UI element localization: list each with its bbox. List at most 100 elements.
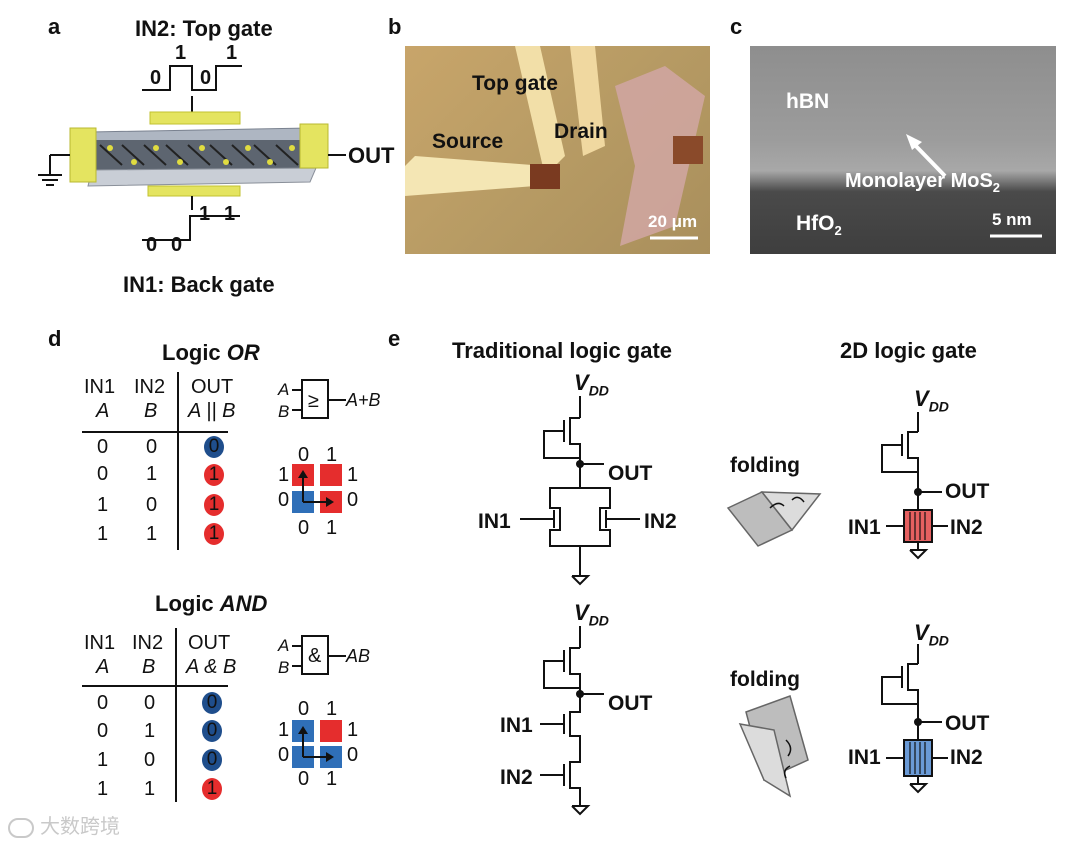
or-title-op: OR — [226, 340, 260, 365]
twod-or-circuit — [881, 412, 948, 560]
vdd-label: VDD — [574, 370, 609, 398]
out-dot: 0 — [202, 720, 222, 742]
out-dot: 1 — [204, 523, 224, 545]
folding-sheet-or — [726, 491, 822, 547]
map-label: 1 — [326, 444, 338, 466]
vdd-label: VDD — [574, 600, 609, 628]
twod-and-circuit — [881, 644, 948, 794]
scalebar-c-label: 5 nm — [992, 210, 1032, 229]
panel-label-e: e — [388, 326, 401, 351]
or-title: Logic OR — [162, 340, 260, 366]
or-karnaugh-map — [292, 464, 342, 513]
map-label: 0 — [347, 489, 359, 511]
top-gate-label: IN2: Top gate — [135, 16, 273, 41]
folding-label: folding — [730, 668, 800, 691]
panel-label-b: b — [388, 14, 402, 39]
and-header-out: OUT — [188, 632, 231, 654]
or-sym-out: A+B — [346, 390, 381, 410]
top-wave-digit: 1 — [226, 42, 238, 64]
table-cell: 0 — [97, 692, 109, 714]
vdd-label: VDD — [914, 386, 949, 414]
source-text: Source — [432, 130, 504, 153]
and-table-lines — [82, 628, 228, 802]
top-wave-digit: 0 — [200, 67, 212, 89]
watermark-text: 大数跨境 — [40, 816, 120, 838]
tem-image — [750, 46, 1056, 254]
and-gate-symbol — [292, 635, 346, 675]
back-gate-label: IN1: Back gate — [123, 272, 275, 297]
and-header-in2: IN2 — [132, 632, 164, 654]
and-title: Logic AND — [155, 591, 267, 617]
mos2-text: Monolayer MoS — [845, 170, 993, 192]
map-label: 0 — [278, 489, 290, 511]
map-label: 1 — [326, 768, 338, 790]
top-wave-digit: 0 — [150, 67, 162, 89]
micrograph-features — [405, 46, 705, 246]
map-label: 0 — [278, 744, 290, 766]
panel-label-c: c — [730, 14, 743, 39]
watermark: 大数跨境 — [8, 810, 120, 839]
bottom-wave-digit: 1 — [199, 203, 211, 225]
col-traditional-title: Traditional logic gate — [452, 338, 673, 363]
vdd-label: VDD — [914, 620, 949, 648]
table-cell: 1 — [144, 778, 156, 800]
vdd-text: V — [914, 620, 929, 645]
or-sub-a: A — [96, 400, 110, 422]
mos2-label: Monolayer MoS2 — [845, 170, 1000, 195]
bottom-wave-digit: 0 — [171, 234, 183, 256]
table-cell: 0 — [146, 494, 158, 516]
in2-label: IN2 — [950, 516, 983, 539]
map-label: 1 — [347, 464, 359, 486]
or-sym-op: ≥ — [308, 390, 319, 412]
in1-label: IN1 — [478, 510, 511, 533]
map-label: 1 — [326, 698, 338, 720]
table-cell: 0 — [144, 692, 156, 714]
map-label: 1 — [278, 719, 290, 741]
table-cell: 1 — [146, 463, 158, 485]
watermark-icon — [8, 817, 34, 838]
and-sym-out: AB — [346, 646, 371, 666]
out-label: OUT — [608, 462, 653, 485]
or-sym-b: B — [278, 402, 290, 421]
panel-label-d: d — [48, 326, 62, 351]
or-header-in1: IN1 — [84, 376, 116, 398]
map-label: 0 — [298, 698, 310, 720]
table-cell: 1 — [97, 494, 109, 516]
folding-sheet-and — [738, 695, 809, 798]
in2-label: IN2 — [950, 746, 983, 769]
vdd-subscript: DD — [588, 382, 609, 399]
scalebar-b-label: 20 μm — [648, 212, 698, 231]
and-title-prefix: Logic — [155, 591, 220, 616]
and-sym-b: B — [278, 658, 290, 677]
in2-label: IN2 — [500, 766, 533, 789]
map-label: 0 — [347, 744, 359, 766]
vdd-text: V — [914, 386, 929, 411]
and-header-in1: IN1 — [84, 632, 116, 654]
table-cell: 0 — [97, 463, 109, 485]
table-cell: 1 — [144, 720, 156, 742]
hbn-label: hBN — [786, 90, 830, 113]
vdd-subscript: DD — [928, 398, 949, 415]
top-wave-digit: 1 — [175, 42, 187, 64]
vdd-text: V — [574, 600, 589, 625]
or-sub-b: B — [144, 400, 158, 422]
bottom-wave-digit: 0 — [146, 234, 158, 256]
hfo2-subscript: 2 — [834, 223, 842, 239]
out-dot: 1 — [204, 464, 224, 486]
map-label: 0 — [298, 768, 310, 790]
and-sub-a: A — [96, 656, 110, 678]
map-label: 0 — [298, 517, 310, 539]
out-dot: 0 — [202, 749, 222, 771]
map-label: 0 — [298, 444, 310, 466]
map-label: 1 — [347, 719, 359, 741]
top-gate-text: Top gate — [472, 72, 558, 95]
map-label: 1 — [326, 517, 338, 539]
table-cell: 0 — [97, 720, 109, 742]
drain-text: Drain — [554, 120, 608, 143]
out-dot: 1 — [202, 778, 222, 800]
or-sub-out: A || B — [188, 400, 236, 422]
in2-label: IN2 — [644, 510, 677, 533]
table-cell: 0 — [146, 436, 158, 458]
out-dot: 0 — [204, 436, 224, 458]
and-sym-a: A — [278, 636, 290, 655]
